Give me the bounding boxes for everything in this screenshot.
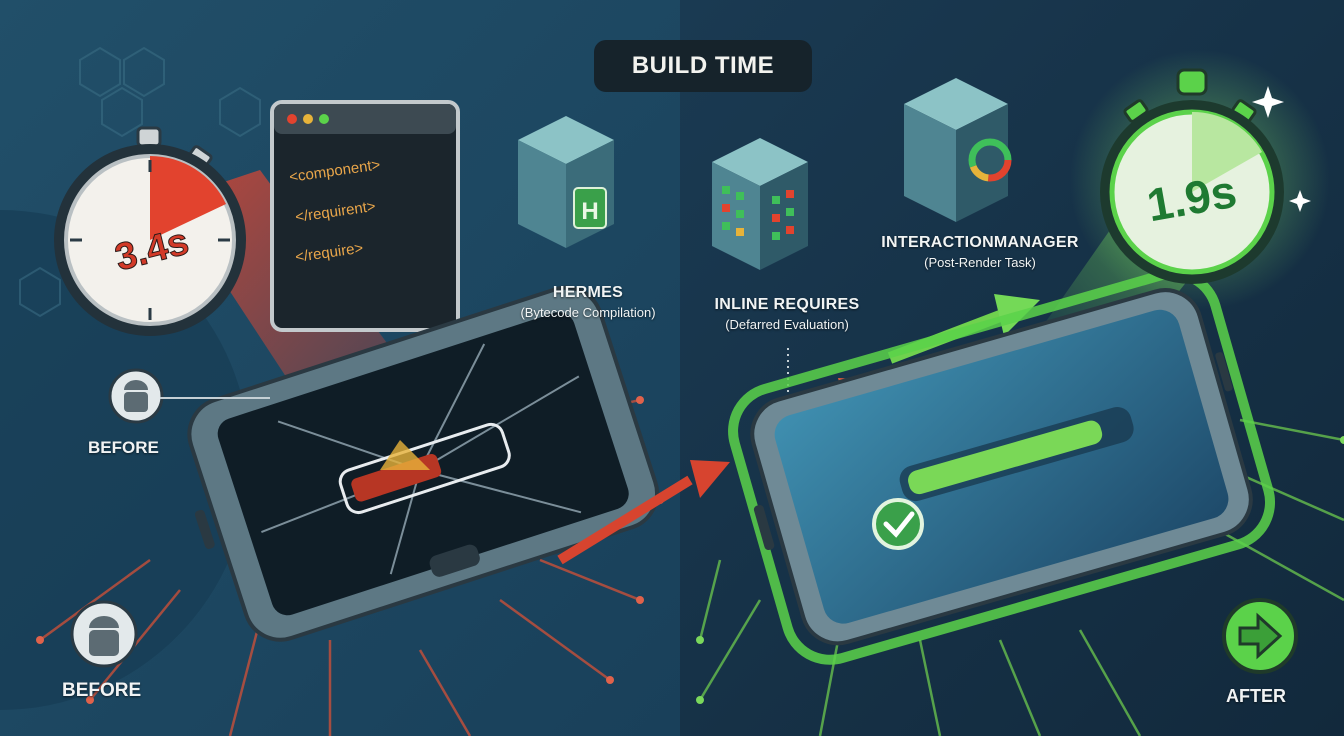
circuit-traces-green [698, 418, 1344, 736]
hexagon-pattern [19, 46, 261, 318]
cube-hermes [518, 116, 614, 248]
interactionmanager-name: INTERACTIONMANAGER [881, 234, 1079, 251]
interactionmanager-detail: (Post-Render Task) [924, 255, 1036, 270]
cube-inline-requires [712, 138, 808, 420]
hermes-cube-mark: H [581, 198, 598, 225]
before-label-bottom: BEFORE [62, 680, 142, 701]
check-icon [872, 498, 924, 550]
hermes-detail: (Bytecode Compilation) [520, 305, 656, 320]
android-icon-mid [108, 368, 270, 424]
code-window [270, 100, 460, 332]
before-label-mid: BEFORE [88, 438, 159, 457]
sparkle-icon [1252, 86, 1311, 212]
inline-requires-detail: (Defarred Evaluation) [725, 317, 849, 332]
after-label: AFTER [1226, 686, 1286, 706]
hermes-name: HERMES [552, 284, 624, 301]
inline-requires-name: INLINE REQUIRES [714, 296, 860, 313]
stopwatch-before [54, 126, 246, 336]
cube-interactionmanager [904, 78, 1012, 222]
stopwatch-after [1100, 68, 1284, 284]
arrow-right-icon [1222, 598, 1298, 674]
label-interactionmanager: INTERACTIONMANAGER (Post-Render Task) [860, 234, 1100, 270]
page-title: BUILD TIME [594, 40, 812, 92]
android-icon-bottom [70, 600, 138, 668]
label-hermes: HERMES (Bytecode Compilation) [488, 284, 688, 320]
label-inline-requires: INLINE REQUIRES (Defarred Evaluation) [692, 296, 882, 332]
